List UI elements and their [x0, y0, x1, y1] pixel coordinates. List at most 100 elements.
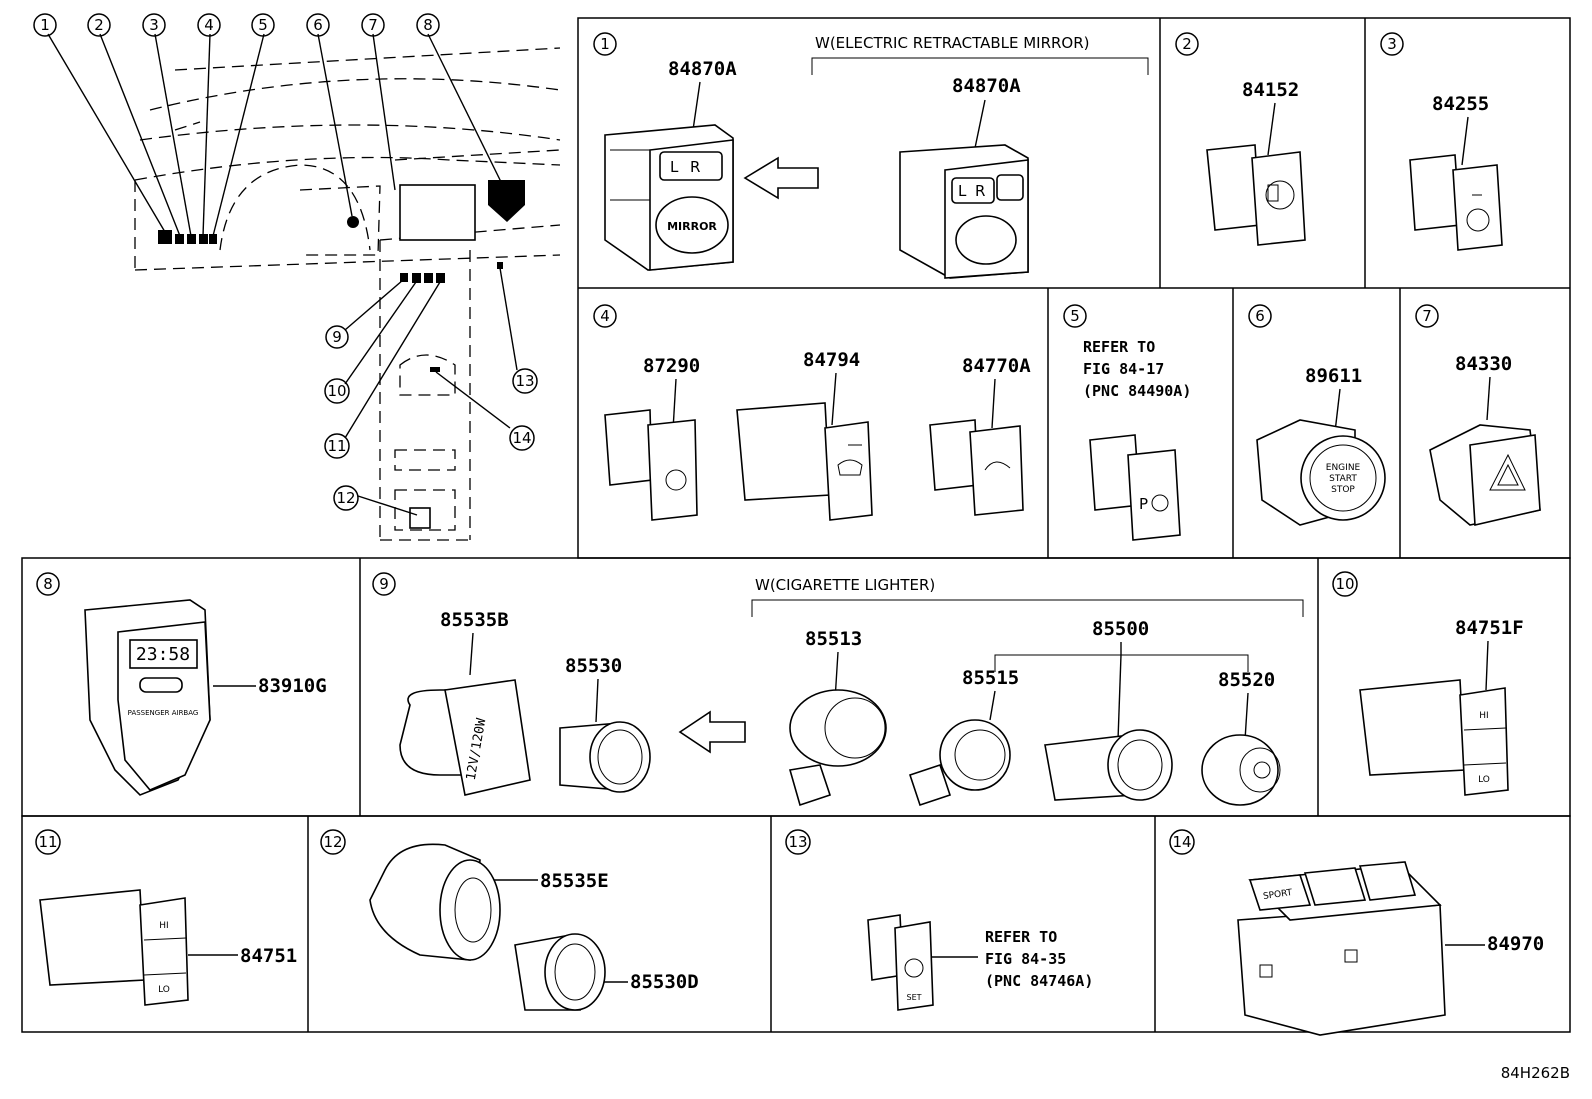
part-number[interactable]: 84751 [240, 945, 297, 967]
panel-borders [21, 17, 1571, 1033]
diagram-code: 84H262B [1501, 1064, 1570, 1082]
seat-heater-hi-lo-switch-icon: HI LO [1359, 679, 1509, 796]
callout-6[interactable]: 6 [306, 13, 330, 37]
part-number[interactable]: 85530D [630, 971, 699, 993]
svg-text:HI: HI [159, 921, 168, 931]
panel-11: 11 84751 HI LO [35, 829, 297, 1006]
clock-airbag-indicator-icon: 23:58 PASSENGER AIRBAG [84, 599, 211, 796]
refer-note[interactable]: FIG 84-17 [1083, 360, 1164, 378]
svg-text:10: 10 [1335, 575, 1354, 593]
svg-text:11: 11 [38, 833, 57, 851]
panel-3: 3 84255 [1380, 32, 1503, 251]
svg-text:8: 8 [423, 16, 433, 34]
refer-note[interactable]: (PNC 84490A) [1083, 382, 1191, 400]
part-number[interactable]: 87290 [643, 355, 700, 377]
dashboard-overview [47, 33, 561, 541]
panel-1: 1 W(ELECTRIC RETRACTABLE MIRROR) 84870A … [593, 32, 1149, 279]
svg-text:R: R [690, 158, 700, 176]
svg-text:SET: SET [906, 993, 921, 1002]
engine-start-button-icon: ENGINE START STOP [1256, 419, 1386, 526]
mirror-switch-icon: L R MIRROR [604, 124, 734, 271]
svg-text:9: 9 [379, 575, 389, 593]
panel-8: 8 83910G 23:58 PASSENGER AIRBAG [36, 572, 327, 796]
power-outlet-icon [369, 843, 501, 961]
panel-number: 1 [600, 35, 610, 53]
svg-text:7: 7 [368, 16, 378, 34]
panel-10: 10 84751F HI LO [1332, 571, 1524, 796]
callout-11[interactable]: 11 [324, 433, 350, 459]
svg-text:2: 2 [1182, 35, 1192, 53]
svg-text:LO: LO [1478, 775, 1490, 785]
callout-10[interactable]: 10 [324, 378, 350, 404]
svg-text:STOP: STOP [1331, 485, 1355, 495]
rear-defog-switch-icon [736, 402, 873, 521]
callout-8[interactable]: 8 [416, 13, 440, 37]
svg-text:14: 14 [512, 429, 531, 447]
seat-heater-hi-lo-switch-icon: HI LO [39, 889, 189, 1006]
svg-text:3: 3 [149, 16, 159, 34]
callout-3[interactable]: 3 [142, 13, 166, 37]
callout-1[interactable]: 1 [33, 13, 57, 37]
refer-note[interactable]: FIG 84-35 [985, 950, 1066, 968]
refer-note[interactable]: REFER TO [985, 928, 1057, 946]
part-number[interactable]: 84255 [1432, 93, 1489, 115]
part-number[interactable]: 83910G [258, 675, 327, 697]
callout-2[interactable]: 2 [87, 13, 111, 37]
part-number[interactable]: 84152 [1242, 79, 1299, 101]
part-number[interactable]: 85530 [565, 655, 622, 677]
part-number[interactable]: 85500 [1092, 618, 1149, 640]
part-number[interactable]: 84770A [962, 355, 1031, 377]
callout-9[interactable]: 9 [325, 325, 349, 349]
part-number[interactable]: 85513 [805, 628, 862, 650]
callout-14[interactable]: 14 [509, 425, 535, 451]
part-number[interactable]: 85535E [540, 870, 609, 892]
part-number[interactable]: 89611 [1305, 365, 1362, 387]
svg-text:P: P [1139, 495, 1148, 513]
refer-note[interactable]: REFER TO [1083, 338, 1155, 356]
outlet-sleeve-icon [559, 721, 651, 793]
part-number[interactable]: 84794 [803, 349, 860, 371]
lighter-plug-icon [1201, 734, 1281, 806]
outlet-sleeve-icon [514, 933, 606, 1011]
svg-text:SPORT: SPORT [1263, 888, 1294, 902]
svg-text:6: 6 [313, 16, 323, 34]
svg-text:HI: HI [1479, 711, 1488, 721]
power-outlet-icon: 12V/120W [399, 679, 531, 796]
callout-5[interactable]: 5 [251, 13, 275, 37]
part-number[interactable]: 84970 [1487, 933, 1544, 955]
panel-9: 9 W(CIGARETTE LIGHTER) 85535B 85530 8551… [372, 572, 1304, 807]
part-number[interactable]: 85515 [962, 667, 1019, 689]
callout-7[interactable]: 7 [361, 13, 385, 37]
svg-text:13: 13 [788, 833, 807, 851]
part-number[interactable]: 85520 [1218, 669, 1275, 691]
svg-text:L: L [670, 158, 679, 176]
callout-12[interactable]: 12 [333, 485, 359, 511]
condition-label: W(CIGARETTE LIGHTER) [755, 576, 935, 594]
drive-mode-switch-icon: SPORT [1237, 861, 1446, 1036]
svg-text:14: 14 [1172, 833, 1191, 851]
svg-text:START: START [1329, 474, 1357, 484]
svg-text:23:58: 23:58 [136, 644, 190, 665]
svg-text:5: 5 [1070, 307, 1080, 325]
svg-text:9: 9 [332, 328, 342, 346]
part-number[interactable]: 84870A [668, 58, 737, 80]
svg-text:5: 5 [258, 16, 268, 34]
callout-13[interactable]: 13 [512, 368, 538, 394]
svg-text:R: R [975, 182, 985, 200]
overview-callouts: 1 2 3 4 5 6 7 8 9 10 11 12 13 14 [33, 13, 538, 511]
svg-text:13: 13 [515, 372, 534, 390]
svg-text:10: 10 [327, 382, 346, 400]
callout-4[interactable]: 4 [197, 13, 221, 37]
part-number[interactable]: 84330 [1455, 353, 1512, 375]
part-number[interactable]: 85535B [440, 609, 509, 631]
svg-text:12: 12 [323, 833, 342, 851]
vsc-off-switch-icon [929, 419, 1024, 516]
svg-text:LO: LO [158, 985, 170, 995]
refer-note[interactable]: (PNC 84746A) [985, 972, 1093, 990]
panel-14: 14 84970 SPORT [1169, 829, 1544, 1036]
panel-12: 12 85535E 85530D [320, 829, 699, 1011]
part-number[interactable]: 84870A [952, 75, 1021, 97]
svg-text:3: 3 [1387, 35, 1397, 53]
part-number[interactable]: 84751F [1455, 617, 1524, 639]
svg-text:MIRROR: MIRROR [667, 220, 717, 233]
